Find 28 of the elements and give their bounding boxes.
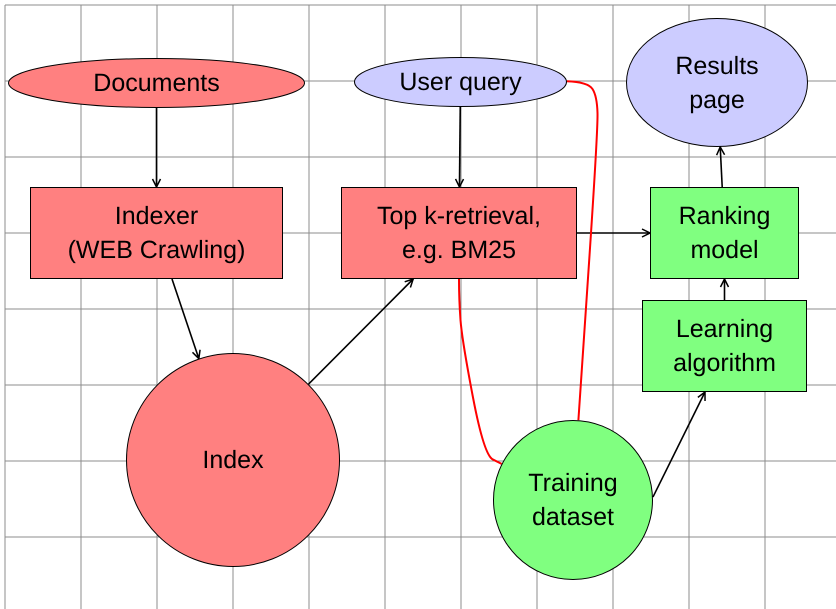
connector-line — [566, 80, 598, 420]
process-box — [642, 300, 807, 392]
ellipse-node — [626, 18, 808, 147]
arrow — [716, 146, 726, 188]
arrow — [308, 278, 414, 385]
ellipse-node — [8, 58, 305, 108]
node-label: Documents — [93, 68, 220, 99]
node-label: Top k-retrieval, e.g. BM25 — [377, 201, 541, 266]
arrow — [152, 108, 162, 188]
node-label: Training dataset — [528, 468, 618, 533]
circle-node — [126, 353, 340, 567]
ellipse-node — [354, 57, 567, 107]
process-box — [30, 187, 283, 279]
arrow — [454, 107, 464, 188]
node-label: Results page — [675, 50, 759, 116]
process-box — [650, 187, 799, 279]
connector-line — [458, 279, 502, 465]
node-label: Learning algorithm — [673, 314, 776, 379]
node-label: User query — [399, 67, 522, 98]
process-box — [341, 187, 577, 279]
arrow — [577, 228, 651, 238]
node-label: Index — [202, 445, 264, 476]
arrow — [171, 278, 201, 360]
arrow — [652, 391, 706, 498]
arrow — [720, 278, 730, 300]
circle-node — [493, 420, 653, 580]
node-label: Ranking model — [678, 201, 770, 266]
node-label: Indexer (WEB Crawling) — [68, 201, 246, 266]
